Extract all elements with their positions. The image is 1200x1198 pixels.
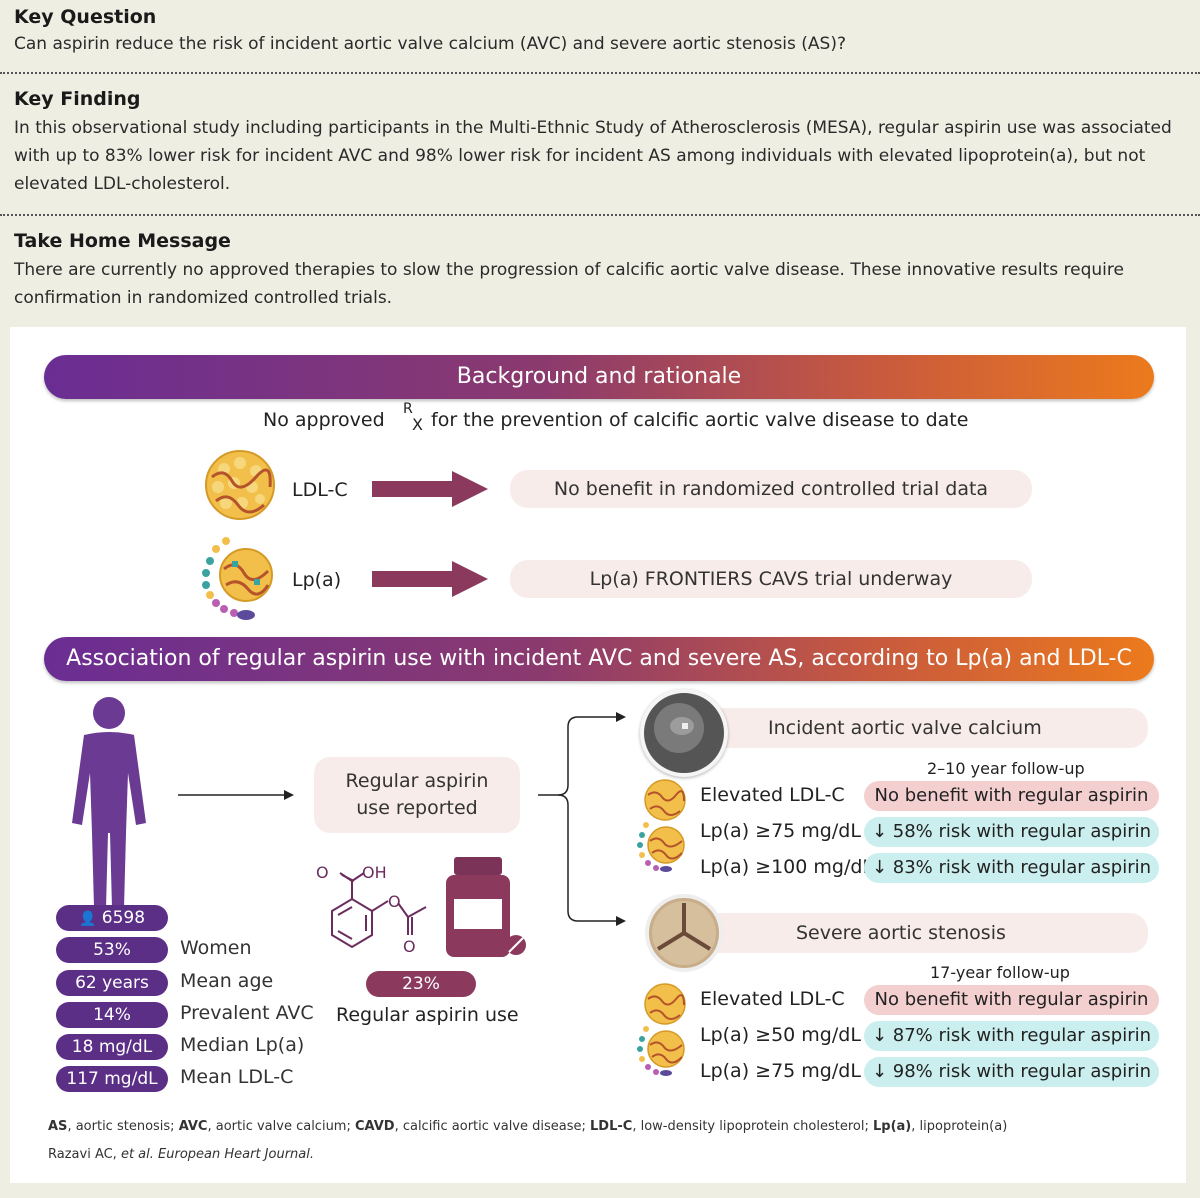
stat-pill: 53%: [56, 937, 168, 963]
background-banner: Background and rationale: [44, 355, 1154, 399]
aspirin-use-box: Regular aspirin use reported: [314, 757, 520, 833]
background-subtitle-post: for the prevention of calcific aortic va…: [431, 409, 969, 431]
bracket-arrows-icon: [538, 712, 626, 926]
molecule-atom-o: O: [388, 892, 401, 911]
divider: [0, 214, 1200, 216]
aspirin-percent-label: Regular aspirin use: [336, 1004, 519, 1026]
person-silhouette-icon: [72, 697, 146, 908]
ldl-label: LDL-C: [292, 479, 348, 501]
down-arrow-icon: ↓: [871, 857, 888, 878]
stat-label: Mean age: [180, 970, 274, 992]
background-subtitle-pre: No approved: [263, 409, 385, 431]
graphical-abstract-panel: Background and rationale No approved R X…: [10, 327, 1186, 1183]
arrow-right-icon: [372, 471, 488, 507]
citation: Razavi AC, et al. European Heart Journal…: [48, 1147, 314, 1162]
molecule-atom-oh: OH: [362, 863, 387, 882]
avc-title-pill: Incident aortic valve calcium: [690, 708, 1148, 748]
ct-scan-image: [640, 689, 728, 777]
avc-row-result: ↓ 83% risk with regular aspirin: [864, 853, 1159, 883]
ldl-particle-icon: [644, 779, 686, 821]
stat-pill: 18 mg/dL: [56, 1034, 168, 1060]
ldl-particle-icon: [205, 450, 275, 520]
avc-row-result: ↓ 58% risk with regular aspirin: [864, 817, 1159, 847]
as-row-result: ↓ 87% risk with regular aspirin: [864, 1021, 1159, 1051]
lpa-particle-icon: [637, 822, 685, 872]
lpa-particle-icon: [202, 537, 273, 620]
arrow-right-icon: [178, 790, 294, 800]
as-title-pill: Severe aortic stenosis: [690, 913, 1148, 953]
association-banner: Association of regular aspirin use with …: [44, 637, 1154, 681]
as-row-label: Lp(a) ≥75 mg/dL: [700, 1060, 861, 1082]
down-arrow-icon: ↓: [871, 1061, 888, 1082]
take-home-text: There are currently no approved therapie…: [14, 260, 1124, 308]
aortic-valve-icon: [645, 894, 723, 972]
aspirin-percent-pill: 23%: [366, 971, 476, 997]
key-question-text: Can aspirin reduce the risk of incident …: [14, 34, 846, 54]
avc-row-label: Elevated LDL-C: [700, 784, 845, 806]
take-home-section: Take Home Message There are currently no…: [14, 230, 1186, 312]
population-count: 6598: [101, 908, 146, 928]
as-row-result: No benefit with regular aspirin: [864, 985, 1159, 1015]
down-arrow-icon: ↓: [871, 1025, 888, 1046]
key-question-section: Key Question Can aspirin reduce the risk…: [14, 6, 1186, 58]
aspirin-box-line2: use reported: [356, 797, 478, 819]
stat-pill: 62 years: [56, 970, 168, 996]
lpa-result-pill: Lp(a) FRONTIERS CAVS trial underway: [510, 560, 1032, 598]
molecule-atom-o: O: [403, 937, 416, 956]
avc-followup: 2–10 year follow-up: [927, 759, 1085, 778]
stat-label: Mean LDL-C: [180, 1066, 294, 1088]
rx-symbol-x: X: [412, 415, 423, 434]
as-row-result: ↓ 98% risk with regular aspirin: [864, 1057, 1159, 1087]
population-count-pill: 👤 6598: [56, 905, 168, 931]
lpa-label: Lp(a): [292, 569, 342, 591]
avc-row-result: No benefit with regular aspirin: [864, 781, 1159, 811]
as-followup: 17-year follow-up: [930, 963, 1070, 982]
divider: [0, 72, 1200, 74]
avc-row-label: Lp(a) ≥75 mg/dL: [700, 820, 861, 842]
key-finding-title: Key Finding: [14, 88, 141, 110]
key-finding-text: In this observational study including pa…: [14, 118, 1172, 194]
key-question-title: Key Question: [14, 6, 157, 28]
stat-label: Prevalent AVC: [180, 1002, 314, 1024]
ldl-particle-icon: [644, 983, 686, 1025]
as-row-label: Lp(a) ≥50 mg/dL: [700, 1024, 861, 1046]
down-arrow-icon: ↓: [871, 821, 888, 842]
stat-pill: 14%: [56, 1002, 168, 1028]
aspirin-molecule-icon: [331, 872, 427, 949]
stat-label: Median Lp(a): [180, 1034, 305, 1056]
stat-label: Women: [180, 937, 252, 959]
stat-pill: 117 mg/dL: [56, 1066, 168, 1092]
molecule-atom-o: O: [316, 863, 329, 882]
key-finding-section: Key Finding In this observational study …: [14, 88, 1186, 198]
avc-row-label: Lp(a) ≥100 mg/dL: [700, 856, 873, 878]
aspirin-box-line1: Regular aspirin: [345, 770, 489, 792]
rx-symbol-r: R: [403, 401, 413, 417]
lpa-particle-icon: [637, 1026, 685, 1076]
take-home-title: Take Home Message: [14, 230, 231, 252]
arrow-right-icon: [372, 561, 488, 597]
user-icon: 👤: [78, 911, 97, 927]
abbreviations: AS, aortic stenosis; AVC, aortic valve c…: [48, 1119, 1008, 1134]
pill-bottle-icon: [446, 857, 526, 957]
as-row-label: Elevated LDL-C: [700, 988, 845, 1010]
ldl-result-pill: No benefit in randomized controlled tria…: [510, 470, 1032, 508]
